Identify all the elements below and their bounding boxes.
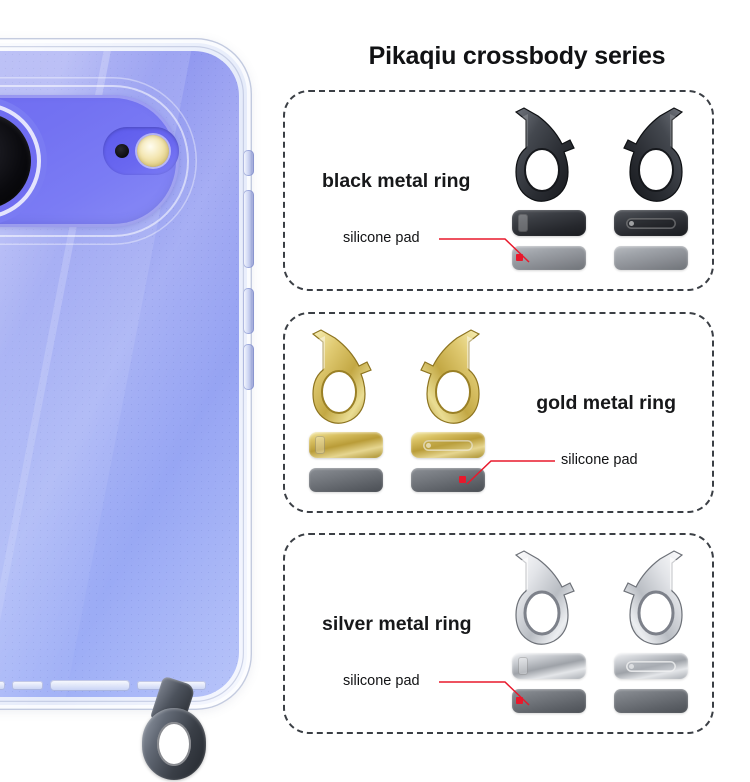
panel-silver-metal-ring: silver metal ring xyxy=(283,533,714,734)
hardware-group-gold xyxy=(299,328,499,498)
annotation-marker xyxy=(516,254,523,261)
attached-ring-loop xyxy=(142,708,206,780)
silicone-pad xyxy=(309,468,383,492)
grille-slot xyxy=(11,681,43,690)
metal-ring-hook-icon xyxy=(623,107,684,202)
metal-pad-slot xyxy=(626,218,676,229)
metal-pad-slot xyxy=(423,440,473,451)
panel-gold-metal-ring: gold metal ring xyxy=(283,312,714,513)
metal-pad xyxy=(512,210,586,236)
metal-ring-hook-icon xyxy=(420,329,481,424)
metal-pad-bar xyxy=(518,657,528,675)
hardware-group-black xyxy=(502,106,702,276)
metal-pad-slot xyxy=(626,661,676,672)
product-infographic: Pikaqiu crossbody series black metal rin… xyxy=(0,38,714,780)
annotation-leader-line xyxy=(439,681,530,706)
hardware-group-silver xyxy=(502,549,702,719)
attached-ring-hole xyxy=(157,722,191,766)
metal-ring-hook-icon xyxy=(311,329,372,424)
annotation-marker xyxy=(516,697,523,704)
hardware-column-right xyxy=(403,328,491,498)
mute-switch-button xyxy=(243,150,254,176)
panel-label-silver: silver metal ring xyxy=(322,613,472,635)
grille-slot xyxy=(137,681,169,690)
metal-pad xyxy=(512,653,586,679)
charging-port-cutout xyxy=(49,680,131,691)
panel-label-black: black metal ring xyxy=(322,170,471,192)
metal-pad-slotted xyxy=(411,432,485,458)
hardware-column-left xyxy=(301,328,389,498)
silicone-pad xyxy=(614,246,688,270)
hardware-column-left xyxy=(504,549,592,719)
metal-pad-bar xyxy=(315,436,325,454)
metal-ring-hook-icon xyxy=(514,550,575,645)
metal-pad-bar xyxy=(518,214,528,232)
phone-case-illustration xyxy=(0,38,260,780)
microphone-icon xyxy=(115,144,129,158)
annotation-leader-line xyxy=(466,460,555,485)
page-title: Pikaqiu crossbody series xyxy=(368,42,666,70)
silicone-pad xyxy=(614,689,688,713)
flash-module xyxy=(103,127,179,175)
case-outer-shell xyxy=(0,38,254,710)
metal-pad-slotted xyxy=(614,653,688,679)
metal-pad xyxy=(309,432,383,458)
power-button xyxy=(243,190,254,268)
attached-metal-ring xyxy=(128,675,220,782)
panel-black-metal-ring: black metal ring xyxy=(283,90,714,291)
hardware-column-right xyxy=(606,106,694,276)
hardware-column-right xyxy=(606,549,694,719)
flash-led-icon xyxy=(137,135,169,167)
metal-ring-hook-icon xyxy=(623,550,684,645)
case-back-panel xyxy=(0,51,239,697)
metal-pad-slotted xyxy=(614,210,688,236)
annotation-label: silicone pad xyxy=(343,230,420,246)
annotation-marker xyxy=(459,476,466,483)
annotation-leader-line xyxy=(439,238,530,263)
annotation-label: silicone pad xyxy=(343,673,420,689)
grille-slot xyxy=(0,681,5,690)
metal-ring-hook-icon xyxy=(514,107,575,202)
volume-up-button xyxy=(243,288,254,334)
volume-down-button xyxy=(243,344,254,390)
silicone-pad xyxy=(411,468,485,492)
panel-label-gold: gold metal ring xyxy=(536,392,676,414)
hardware-column-left xyxy=(504,106,592,276)
annotation-label: silicone pad xyxy=(561,452,638,468)
